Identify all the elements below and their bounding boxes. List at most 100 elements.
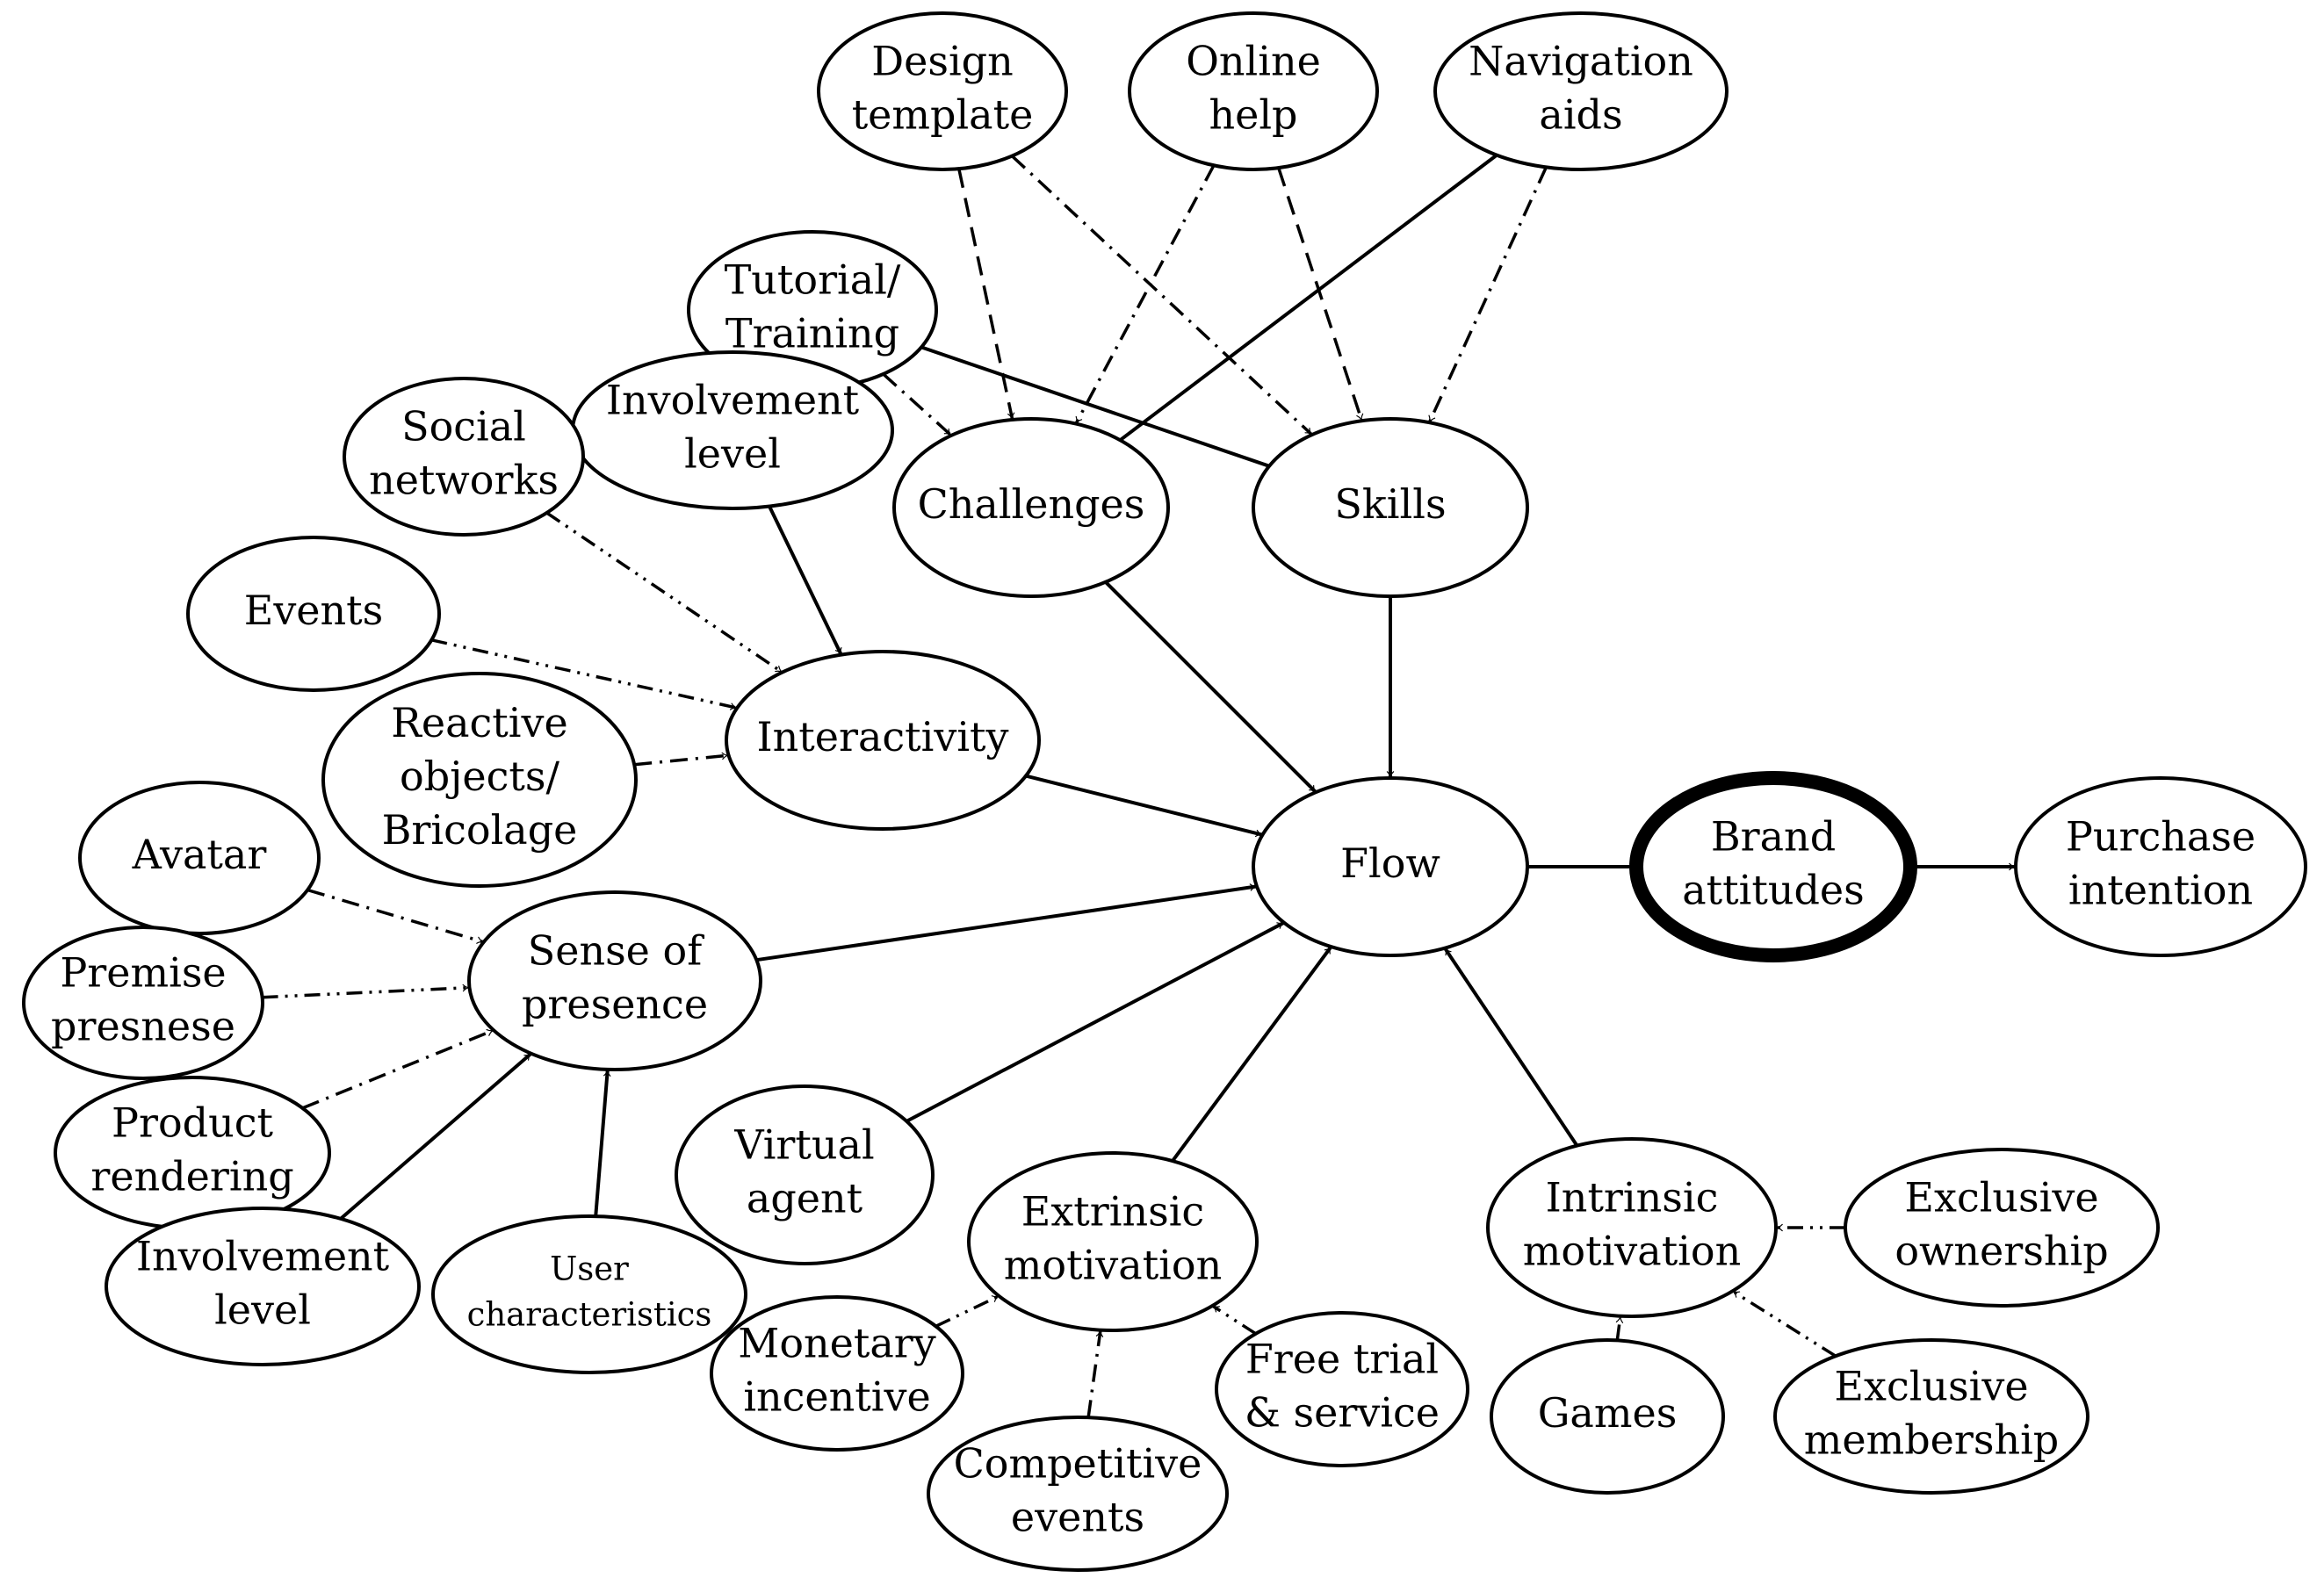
node-label-line: Brand — [1711, 813, 1836, 861]
node-label-line: motivation — [1523, 1228, 1741, 1275]
edge-navigation-aids-to-challenges — [1119, 154, 1498, 442]
node-label-line: agent — [747, 1175, 863, 1222]
node-ellipse — [186, 536, 441, 692]
node-label-line: attitudes — [1682, 867, 1865, 914]
node-label-line: objects/ — [400, 753, 559, 800]
node-ellipse — [2014, 776, 2307, 957]
node-label-line: Free trial — [1245, 1336, 1439, 1383]
node-ellipse — [1215, 1311, 1469, 1467]
edge-design-template-to-challenges — [957, 168, 1015, 421]
node-label-line: help — [1209, 91, 1297, 139]
node-ellipse — [22, 926, 264, 1080]
node-label-line: Games — [1538, 1389, 1678, 1437]
node-label-line: Sense of — [528, 927, 705, 975]
edge-free-trial-to-extrinsic-motivation — [1211, 1304, 1257, 1336]
edge-exclusive-membership-to-intrinsic-motivation — [1731, 1289, 1837, 1358]
node-label-line: characteristics — [467, 1296, 712, 1334]
node-ellipse — [927, 1416, 1229, 1572]
node-ellipse — [78, 781, 321, 935]
edge-virtual-agent-to-flow — [906, 920, 1285, 1123]
node-product-rendering: Product rendering — [54, 1076, 331, 1230]
edge-reactive-objects-to-interactivity — [634, 752, 729, 767]
node-label-line: Flow — [1340, 839, 1440, 887]
node-tutorial-training: Tutorial/Training — [687, 230, 938, 390]
node-label-line: Online — [1186, 38, 1321, 85]
node-label-line: Challenges — [918, 480, 1145, 528]
node-skills: Skills — [1252, 417, 1529, 598]
node-label-line: ownership — [1895, 1228, 2108, 1275]
node-ellipse — [1252, 776, 1529, 957]
node-label-line: intention — [2068, 867, 2253, 914]
node-label-line: Intrinsic — [1546, 1174, 1719, 1221]
node-ellipse — [1490, 1338, 1725, 1495]
edge-premise-presence-to-sense-of-presence — [262, 984, 470, 999]
node-games: Games — [1490, 1338, 1725, 1495]
node-label-line: Product — [112, 1099, 273, 1147]
node-ellipse — [467, 890, 762, 1071]
edge-online-help-to-skills — [1277, 167, 1364, 422]
edge-tutorial-training-to-skills — [920, 345, 1270, 468]
node-label-line: incentive — [743, 1373, 930, 1421]
node-competitive-events: Competitive events — [927, 1416, 1229, 1572]
edge-challenges-to-flow — [1104, 580, 1317, 794]
edge-social-networks-to-interactivity — [545, 511, 783, 674]
node-label-line: membership — [1804, 1416, 2060, 1464]
node-user-characteristics: User characteristics — [431, 1214, 747, 1374]
node-exclusive-membership: Exclusive membership — [1773, 1338, 2089, 1495]
node-ellipse — [321, 672, 638, 888]
edge-competitive-events-to-extrinsic-motivation — [1086, 1329, 1104, 1418]
node-ellipse — [1252, 417, 1529, 598]
node-label-line: Exclusive — [1834, 1363, 2028, 1410]
node-events: Events — [186, 536, 441, 692]
node-label-line: events — [1011, 1494, 1144, 1541]
node-exclusive-ownership: Exclusive ownership — [1844, 1148, 2160, 1308]
node-label-line: Skills — [1334, 480, 1446, 528]
node-ellipse — [105, 1207, 421, 1366]
node-ellipse — [710, 1295, 964, 1452]
node-purchase-intention: Purchase intention — [2014, 776, 2307, 957]
node-ellipse — [1773, 1338, 2089, 1495]
node-label-line: motivation — [1004, 1242, 1222, 1289]
node-label-line: Involvement — [136, 1233, 390, 1280]
edge-games-to-intrinsic-motivation — [1615, 1315, 1624, 1341]
node-label-line: User — [550, 1250, 629, 1288]
node-label-line: Purchase — [2066, 813, 2255, 861]
node-label-line: Social — [401, 403, 526, 450]
node-label-line: level — [684, 430, 781, 478]
node-label-line: Exclusive — [1904, 1174, 2098, 1221]
edge-events-to-interactivity — [430, 638, 738, 710]
edge-extrinsic-motivation-to-flow — [1171, 945, 1333, 1163]
node-ellipse — [1128, 11, 1379, 171]
edge-involvement-level-bottom-to-sense-of-presence — [339, 1052, 533, 1221]
node-label-line: Events — [244, 587, 384, 634]
edge-monetary-incentive-to-extrinsic-motivation — [935, 1294, 1000, 1328]
node-label-line: Design — [871, 38, 1014, 85]
node-intrinsic-motivation: Intrinsic motivation — [1486, 1137, 1778, 1318]
node-label-line: aids — [1539, 91, 1622, 139]
edge-navigation-aids-to-skills — [1427, 166, 1548, 423]
node-ellipse — [725, 650, 1041, 831]
edge-product-rendering-to-sense-of-presence — [301, 1028, 494, 1110]
node-label-line: Bricolage — [382, 806, 578, 854]
node-label-line: presence — [522, 981, 708, 1028]
node-challenges: Challenges — [892, 417, 1170, 598]
node-ellipse — [675, 1084, 935, 1265]
edge-sense-of-presence-to-flow — [756, 883, 1258, 962]
node-ellipse — [1433, 11, 1729, 171]
node-brand-attitudes: Brand attitudes — [1629, 771, 1917, 962]
node-ellipse — [892, 417, 1170, 598]
node-ellipse — [1629, 771, 1917, 962]
node-label-line: Involvement — [606, 377, 860, 424]
node-label-line: Interactivity — [756, 713, 1008, 760]
node-label-line: rendering — [90, 1153, 293, 1200]
node-label-line: Competitive — [954, 1440, 1202, 1488]
node-interactivity: Interactivity — [725, 650, 1041, 831]
